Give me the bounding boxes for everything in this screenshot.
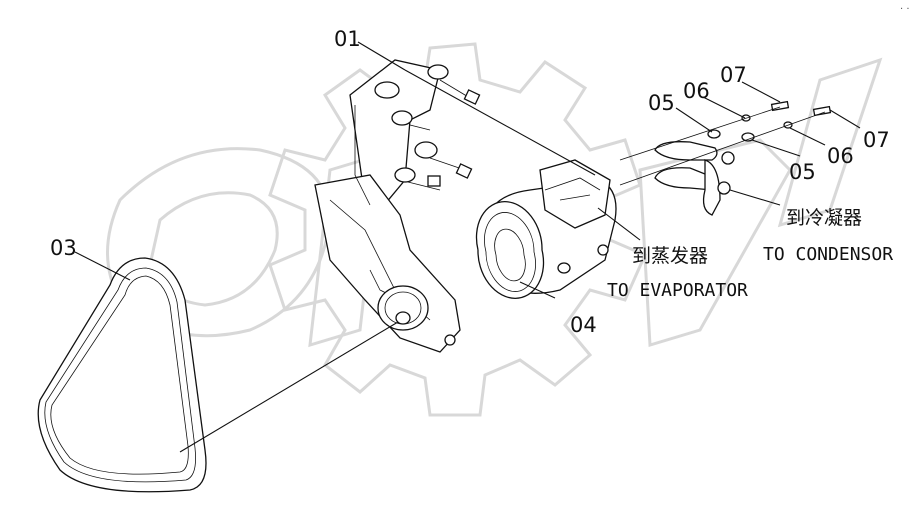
v-belt-part-03 (37, 257, 207, 493)
to-condenser-en: TO CONDENSOR (763, 244, 893, 265)
flow-annotations: 到蒸发器 TO EVAPORATOR 到冷凝器 TO CONDENSOR (607, 207, 893, 301)
callout-07-upper: 07 (720, 63, 747, 87)
callout-07-lower: 07 (863, 128, 890, 152)
fastener-set (619, 100, 832, 186)
bracket-part-01 (314, 59, 481, 353)
callout-05-lower: 05 (789, 160, 816, 184)
callout-06-lower: 06 (827, 144, 854, 168)
callout-labels: 01 03 04 05 06 07 05 06 07 (50, 27, 890, 337)
leader-lines (74, 41, 861, 453)
corner-mark: · · (900, 4, 910, 15)
to-evaporator-en: TO EVAPORATOR (607, 280, 748, 301)
to-condenser-cn: 到冷凝器 (786, 207, 862, 229)
callout-03: 03 (50, 236, 77, 260)
callout-06-upper: 06 (683, 79, 710, 103)
callout-01: 01 (334, 27, 361, 51)
to-evaporator-cn: 到蒸发器 (632, 245, 708, 267)
compressor-part-04 (475, 159, 617, 299)
callout-05-upper: 05 (648, 91, 675, 115)
callout-04: 04 (570, 313, 597, 337)
hose-assembly (654, 141, 735, 216)
